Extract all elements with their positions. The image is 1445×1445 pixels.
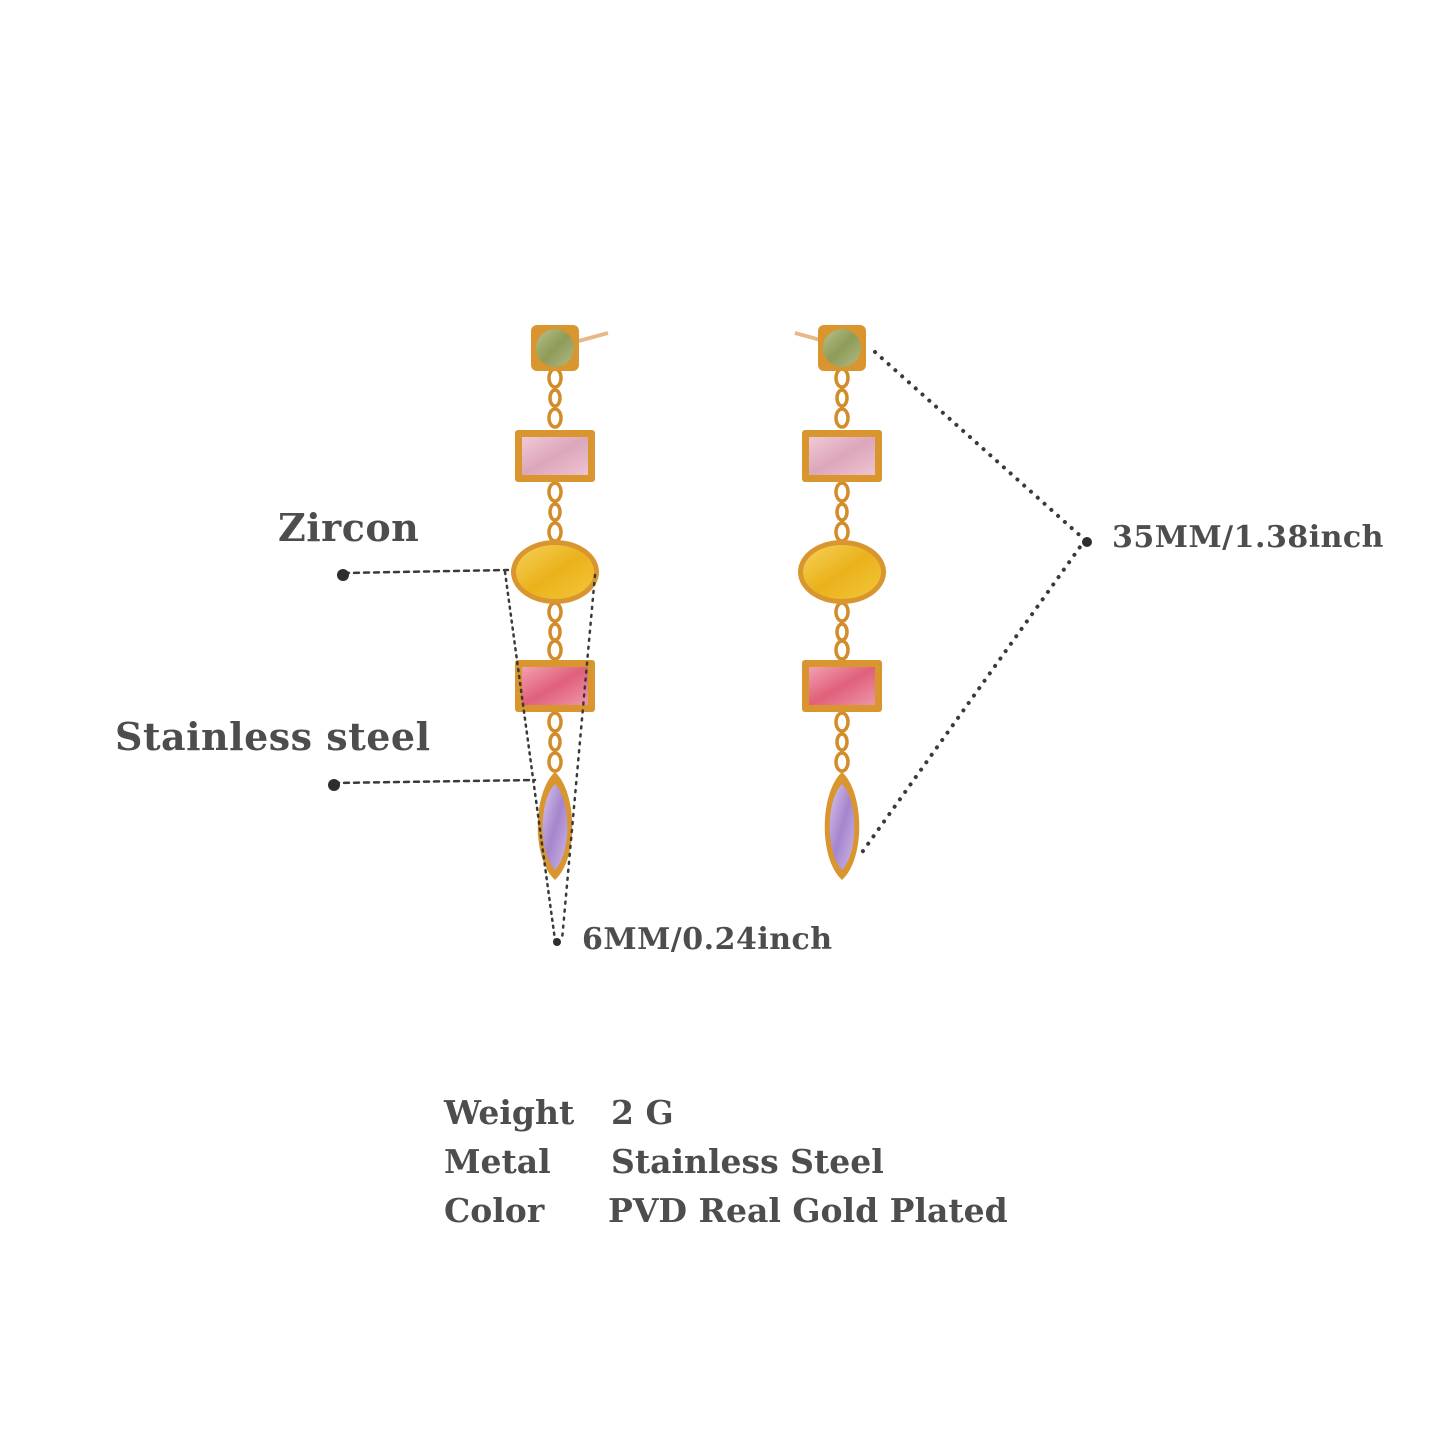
length-dimension-label: 35MM/1.38inch [1112,520,1384,555]
spec-value: PVD Real Gold Plated [608,1191,1008,1230]
zircon-pointer-line [342,568,510,575]
width-dot-icon [553,938,561,946]
length-dot-icon [1082,537,1092,547]
steel-pointer-line [332,778,537,785]
left-earring [509,323,609,882]
right-earring [794,323,888,882]
zircon-label: Zircon [278,505,420,550]
spec-row-weight: Weight 2 G [444,1093,674,1132]
zircon-dot-icon [337,569,349,581]
spec-row-color: Color PVD Real Gold Plated [444,1191,1008,1230]
spec-key: Metal [444,1142,551,1181]
spec-key: Color [444,1191,545,1230]
steel-dot-icon [328,779,340,791]
spec-row-metal: Metal Stainless Steel [444,1142,884,1181]
spec-value: Stainless Steel [611,1142,884,1181]
spec-value: 2 G [611,1093,674,1132]
width-dimension-label: 6MM/0.24inch [582,922,833,957]
spec-key: Weight [444,1093,575,1132]
stainless-steel-label: Stainless steel [115,714,431,759]
